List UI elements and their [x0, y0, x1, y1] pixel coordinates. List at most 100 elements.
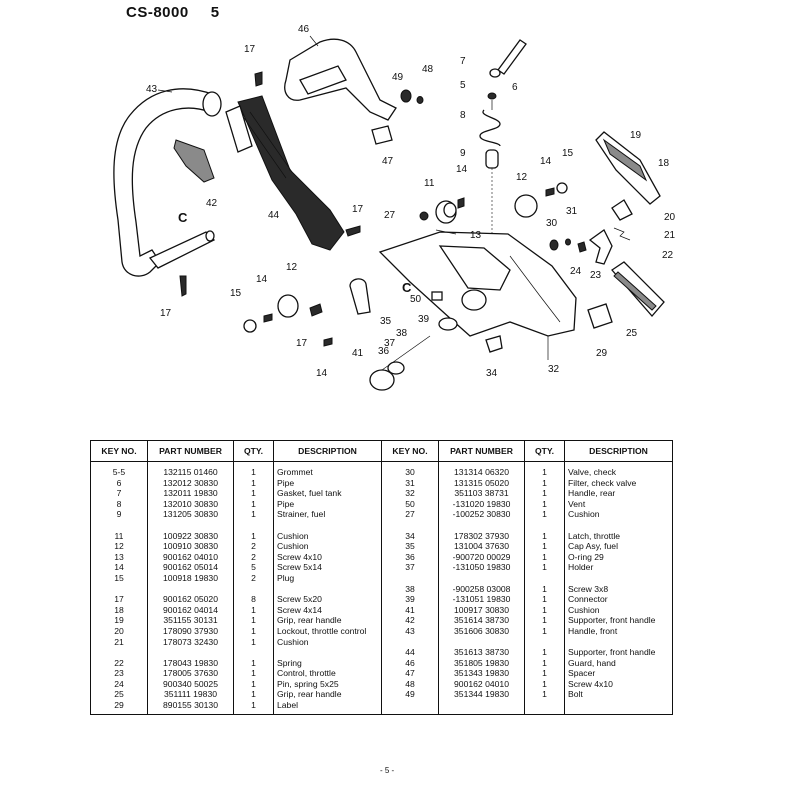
- table-cell: Screw 4x10: [564, 678, 673, 690]
- table-cell: 900162 05020: [147, 594, 234, 605]
- table-cell: -900720 00029: [438, 551, 525, 563]
- table-cell: Gasket, fuel tank: [273, 488, 382, 499]
- callout-48: 48: [422, 64, 434, 75]
- part-19-grip-rear-handle[interactable]: [595, 131, 661, 205]
- table-cell: [381, 572, 439, 584]
- table-cell: 900162 05014: [147, 562, 234, 573]
- table-cell: 1: [524, 594, 565, 605]
- table-cell: [564, 572, 673, 584]
- callout-50: 50: [410, 294, 422, 305]
- part-11-cushion[interactable]: [435, 200, 457, 224]
- part-39-connector[interactable]: [438, 317, 458, 331]
- table-cell: 1: [524, 657, 565, 669]
- table-cell: [233, 647, 274, 658]
- table-cell: [524, 700, 565, 715]
- callout-42: 42: [206, 198, 218, 209]
- table-cell: Control, throttle: [273, 668, 382, 679]
- table-cell: 1: [524, 498, 565, 510]
- table-cell: 1: [233, 530, 274, 542]
- column-header: KEY NO.: [90, 440, 148, 462]
- table-cell: 34: [381, 530, 439, 542]
- part-46-hand-guard[interactable]: [284, 35, 397, 121]
- table-cell: [273, 519, 382, 531]
- part-34-latch-throttle[interactable]: [485, 335, 503, 353]
- table-cell: 20: [90, 625, 148, 637]
- part-15-plug[interactable]: [243, 182, 568, 333]
- table-cell: 35: [381, 541, 439, 552]
- part-49-bolt[interactable]: [400, 89, 412, 103]
- table-cell: Filter, check valve: [564, 477, 673, 489]
- part-22-spring[interactable]: [613, 227, 631, 241]
- table-cell: Pipe: [273, 498, 382, 510]
- part-14-screw[interactable]: [263, 187, 555, 347]
- table-cell: 1: [233, 461, 274, 478]
- part-32-handle-rear[interactable]: [378, 231, 577, 360]
- table-cell: 351805 19830: [438, 657, 525, 669]
- table-cell: -131050 19830: [438, 562, 525, 573]
- part-41-cushion[interactable]: [349, 278, 371, 315]
- table-cell: [273, 647, 382, 658]
- part-48-screw[interactable]: [416, 96, 424, 104]
- table-cell: 1: [233, 668, 274, 679]
- table-cell: [147, 519, 234, 531]
- table-cell: 32: [381, 488, 439, 499]
- part-31-filter-check-valve[interactable]: [565, 238, 571, 246]
- part-8-pipe[interactable]: [479, 92, 501, 147]
- callout-ref-c1: C: [178, 210, 188, 225]
- callout-25: 25: [626, 328, 638, 339]
- table-cell: Latch, throttle: [564, 530, 673, 542]
- part-12-cushion[interactable]: [277, 194, 538, 318]
- callout-35: 35: [380, 316, 392, 327]
- part-23-control-throttle[interactable]: [588, 229, 613, 265]
- part-24-pin-spring[interactable]: [577, 241, 587, 253]
- callout-7: 7: [460, 56, 466, 67]
- table-cell: 1: [233, 509, 274, 520]
- part-6-pipe[interactable]: [489, 39, 527, 78]
- callout-49: 49: [392, 72, 404, 83]
- part-20-lockout-throttle-control[interactable]: [611, 199, 633, 221]
- table-cell: Cushion: [273, 530, 382, 542]
- part-13-screw[interactable]: [435, 229, 457, 235]
- column-header: PART NUMBER: [438, 440, 525, 462]
- part-front-bracket-c[interactable]: [148, 230, 216, 269]
- callout-19: 19: [630, 130, 642, 141]
- table-cell: 2: [233, 572, 274, 584]
- callout-6: 6: [512, 82, 518, 93]
- table-cell: 46: [381, 657, 439, 669]
- table-cell: Spring: [273, 657, 382, 669]
- table-cell: 50: [381, 498, 439, 510]
- part-17-screw[interactable]: [179, 71, 361, 317]
- part-42-supporter-front-handle[interactable]: [173, 139, 215, 183]
- table-cell: 131314 06320: [438, 461, 525, 478]
- part-43-front-handle[interactable]: [113, 88, 222, 277]
- table-cell: 1: [233, 700, 274, 715]
- table-cell: 1: [524, 541, 565, 552]
- callout-11: 11: [424, 178, 435, 189]
- part-44-supporter-front-handle[interactable]: [225, 95, 345, 251]
- callout-17b: 17: [352, 204, 364, 215]
- callout-8: 8: [460, 110, 466, 121]
- part-35-cap-asy-fuel[interactable]: [369, 335, 431, 391]
- table-cell: 178090 37930: [147, 625, 234, 637]
- table-cell: 5-5: [90, 461, 148, 478]
- part-47-spacer[interactable]: [371, 125, 393, 145]
- part-50-vent[interactable]: [431, 291, 443, 301]
- part-25-grip-rear-handle[interactable]: [611, 261, 665, 317]
- part-27-cushion[interactable]: [419, 211, 429, 221]
- part-30-valve-check[interactable]: [549, 239, 559, 251]
- table-cell: [233, 583, 274, 595]
- table-cell: 100910 30830: [147, 541, 234, 552]
- callout-15a: 15: [562, 148, 574, 159]
- callout-14b: 14: [456, 164, 468, 175]
- part-29-label[interactable]: [587, 303, 613, 329]
